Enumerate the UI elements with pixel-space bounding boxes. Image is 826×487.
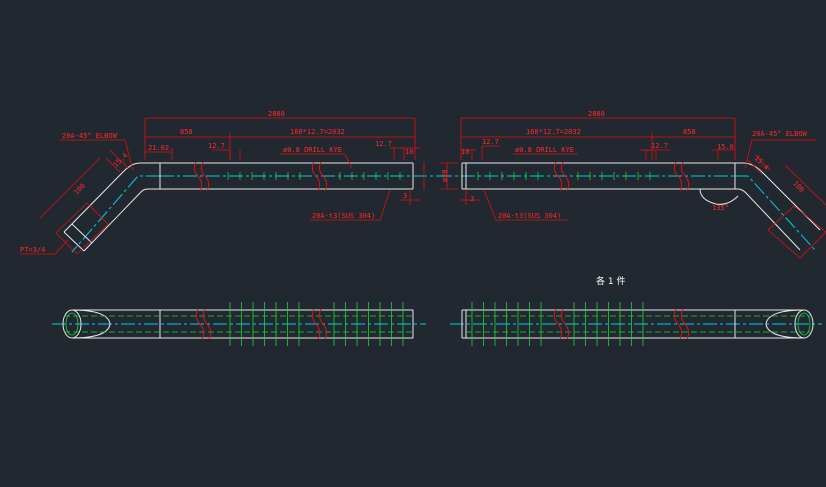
- right-inner-bend: [699, 188, 739, 205]
- left-pitch-b-text: 12.7: [375, 140, 392, 148]
- left-elbow-note: 20A-45° ELBOW: [62, 132, 118, 140]
- left-dim-overall: [144, 117, 416, 160]
- left-dim-offset: [145, 148, 173, 160]
- right-leg-text: 100: [791, 180, 806, 195]
- right-hole-marks: [477, 172, 651, 180]
- right-elbow-len-text: 15.4: [753, 154, 771, 172]
- right-elbow-centerline: [735, 175, 816, 251]
- left-plan-break-1: [195, 308, 212, 340]
- left-end-cap: [63, 223, 93, 252]
- right-elevation-view: 2880 160*12.7=2032 858 10 12.7 12.7 15.6…: [438, 110, 826, 259]
- right-plan-end-inner: [797, 312, 811, 336]
- right-pipe-body: [461, 162, 735, 190]
- right-plan-hole-ticks: [471, 302, 644, 346]
- left-break-1: [193, 161, 210, 192]
- right-break-2: [673, 161, 690, 192]
- left-leader-thread: [20, 239, 69, 255]
- right-holes-text: 160*12.7=2032: [526, 128, 581, 136]
- left-plan-end-arc: [71, 309, 111, 339]
- left-elbow-centerline: [71, 175, 160, 253]
- left-dim-leg: [39, 157, 101, 219]
- right-angle-text: 135°: [712, 204, 729, 212]
- right-end-cap-outline: [767, 205, 826, 259]
- left-spec-text: 20A-t3(SUS 304): [312, 212, 375, 220]
- left-holes-text: 160*12.7=2032: [290, 128, 345, 136]
- right-pitch-a-text: 12.7: [482, 138, 499, 146]
- right-plan-break-2: [673, 308, 690, 340]
- left-end-gap-text: 10: [405, 148, 413, 156]
- right-leader-spec: [483, 189, 568, 221]
- right-diameter-text: ø28: [441, 169, 449, 182]
- right-wall-text: 3: [470, 195, 474, 203]
- left-offset-text: 21.02: [148, 144, 169, 152]
- left-elevation-view: 2880 858 160*12.7=2032 21.02 12.7 12.7 1…: [20, 110, 440, 255]
- right-dim-wall: [460, 189, 480, 205]
- left-plan-end-inner: [65, 312, 79, 336]
- right-end-gap-text: 10: [461, 148, 469, 156]
- left-leader-elbow: [60, 139, 134, 171]
- right-plan-end-arc: [765, 309, 805, 339]
- right-plan-break-1: [553, 308, 570, 340]
- right-plan-pipe: [461, 309, 805, 339]
- left-wall-text: 3: [403, 192, 407, 200]
- left-thread-text: PT=3/4: [20, 246, 45, 254]
- left-plan-break-2: [311, 308, 328, 340]
- right-dim-offset: [712, 149, 735, 160]
- right-straight-text: 858: [683, 128, 696, 136]
- right-drill-note: ø0.8 DRILL KYE: [515, 146, 574, 154]
- left-pitch-a-text: 12.7: [208, 142, 225, 150]
- right-offset-text: 15.6: [717, 143, 734, 151]
- left-hole-marks: [227, 172, 401, 180]
- left-plan-view: [52, 302, 426, 346]
- left-dim-wall: [400, 189, 420, 205]
- left-plan-hole-ticks: [229, 302, 404, 346]
- left-elbow: [63, 162, 160, 252]
- right-spec-text: 20A-t3(SUS 304): [498, 212, 561, 220]
- right-overall-text: 2880: [588, 110, 605, 118]
- right-dim-end: [461, 145, 500, 160]
- right-pitch-b-text: 12.7: [651, 142, 668, 150]
- left-overall-text: 2880: [268, 110, 285, 118]
- right-break-1: [553, 161, 570, 192]
- left-leader-spec: [310, 189, 391, 221]
- right-dim-leg: [784, 164, 826, 206]
- right-plan-view: [450, 302, 822, 346]
- left-straight-text: 858: [180, 128, 193, 136]
- left-break-2: [311, 161, 328, 192]
- quantity-note: 各 1 件: [596, 275, 625, 287]
- right-dim-pitch: [640, 149, 670, 160]
- right-elbow-note: 20A-45° ELBOW: [752, 130, 808, 138]
- left-dim-end: [390, 147, 420, 160]
- left-leg-text: 100: [72, 182, 87, 197]
- right-dim-overall: [460, 117, 736, 160]
- right-dim-holes: [461, 133, 653, 160]
- left-drill-note: ø0.8 DRILL KYE: [283, 146, 342, 154]
- left-dim-pitch: [212, 149, 241, 160]
- left-dim-elbow-len: [105, 149, 129, 173]
- left-plan-pipe: [72, 309, 414, 339]
- right-dim-elbow-len: [747, 154, 771, 175]
- left-end-cap-outline: [55, 202, 109, 255]
- right-dim-diameter: [440, 162, 458, 190]
- right-leader-elbow: [744, 139, 816, 169]
- left-leader-drill: [280, 153, 353, 169]
